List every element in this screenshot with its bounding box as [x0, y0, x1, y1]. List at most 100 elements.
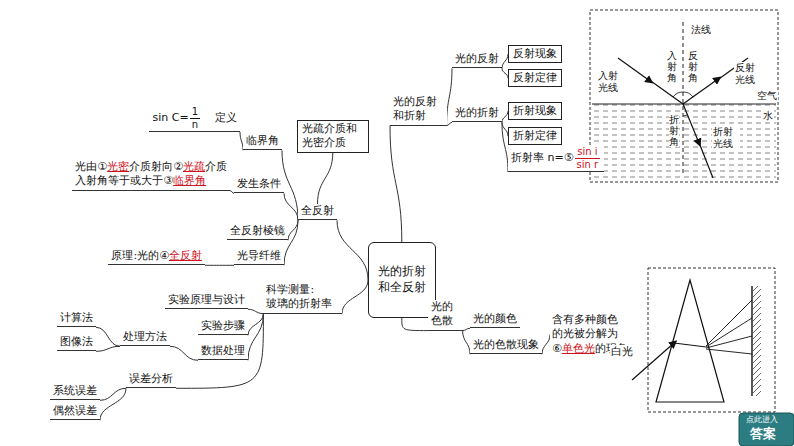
node-text: 临界角 — [246, 134, 279, 147]
branch-connector — [463, 331, 470, 355]
branch-connector — [100, 388, 126, 420]
branch-connector — [205, 265, 234, 266]
branch-connector — [282, 150, 298, 220]
branch-label: 临界角 — [243, 134, 282, 150]
branch-label: 误差分析 — [126, 372, 176, 388]
text-line: 发生条件 — [237, 177, 281, 191]
branch-label: 处理方法 — [120, 330, 170, 346]
node-text: 科学测量: 玻璃的折射率 — [266, 283, 332, 310]
node-text: 处理方法 — [123, 330, 167, 343]
text-line: 实验原理与设计 — [168, 293, 245, 307]
node-text: 光密 — [107, 160, 129, 173]
branch-connector — [96, 327, 120, 346]
branch-label: 系统误差 — [50, 384, 100, 400]
text-line: 偶然误差 — [53, 404, 97, 418]
branch-label: 光导纤维 — [234, 249, 284, 265]
figure-label: 法线 — [690, 24, 712, 36]
refraction-figure — [590, 10, 778, 182]
text-line: 数据处理 — [201, 344, 245, 358]
text-line: 实验步骤 — [201, 319, 245, 333]
text-line: 反射现象 — [513, 47, 557, 61]
node-text: 全反射 — [301, 204, 334, 217]
node-text: 折射现象 — [513, 104, 557, 117]
figure-label: 点此进入 — [745, 415, 779, 425]
node-text: n — [190, 119, 200, 131]
branch-connector — [463, 328, 470, 330]
branch-label: 实验步骤 — [198, 319, 248, 335]
branch-label: 原理:光的④全反射 — [108, 249, 205, 265]
branch-label: 数据处理 — [198, 344, 248, 360]
node-text: 光导纤维 — [237, 249, 281, 262]
text-line: 科学测量: 玻璃的折射率 — [266, 283, 339, 312]
branch-connector — [100, 388, 126, 400]
text-line: 全反射 — [301, 204, 334, 218]
node-text: 反射定律 — [513, 71, 557, 84]
text-line: 反射定律 — [513, 71, 557, 85]
branch-label: 光的折射 — [452, 106, 502, 122]
branch-connector — [96, 346, 120, 351]
node-text: 误差分析 — [129, 372, 173, 385]
node-text: 实验原理与设计 — [168, 293, 245, 306]
branch-connector — [542, 334, 550, 354]
text-line: 光疏介质和 光密介质 — [302, 122, 364, 151]
branch-connector — [176, 314, 263, 389]
fraction: sin isin r — [575, 146, 601, 170]
node-text: sin r — [575, 159, 601, 171]
figure-label: 空气 — [756, 90, 778, 102]
text-line: 处理方法 — [123, 330, 167, 344]
branch-label: 发生条件 — [234, 177, 284, 193]
figure-label: 入射角 — [667, 50, 677, 83]
branch-connector — [284, 193, 298, 220]
fraction: 1n — [190, 106, 200, 130]
text-line: 原理:光的④全反射 — [111, 249, 202, 263]
text-line: 光导纤维 — [237, 249, 281, 263]
text-line: 光由①光密介质射向②光疏介质 — [75, 160, 227, 174]
node-text: 光的颜色 — [473, 312, 517, 325]
branch-label: 实验原理与设计 — [165, 293, 248, 309]
node-text: 光的折射 和全反射 — [378, 264, 426, 294]
branch-connector — [402, 318, 428, 331]
node-text: 光的 色散 — [431, 300, 453, 327]
node-text: 介质射向② — [129, 160, 183, 173]
figure-label: 水 — [762, 110, 774, 122]
text-line: 入射角等于或大于③临界角 — [75, 174, 227, 188]
text-line: 光的 色散 — [431, 300, 460, 329]
branch-label: 光的颜色 — [470, 312, 520, 328]
branch-connector — [342, 280, 368, 314]
concept-box: 光疏介质和 光密介质 — [297, 120, 369, 153]
branch-label: 全反射 — [298, 204, 337, 220]
branch-connector — [248, 309, 263, 313]
figure-label: 答案 — [749, 426, 777, 442]
branch-label: 光的色散现象 — [470, 338, 542, 354]
text-line: 光的折射 和全反射 — [373, 264, 431, 295]
text-line: 系统误差 — [53, 384, 97, 398]
branch-connector — [170, 346, 198, 360]
node-text: 光疏介质和 光密介质 — [302, 122, 357, 149]
text-line: 光的折射 — [455, 106, 499, 120]
node-text: 实验步骤 — [201, 319, 245, 332]
figure-label: 白光 — [610, 345, 634, 358]
branch-connector — [248, 314, 263, 336]
prism-figure — [632, 268, 775, 412]
text-line: sin C=1n定义 — [152, 106, 237, 130]
branch-label: 计算法 — [57, 311, 96, 327]
branch-label: 图像法 — [57, 335, 96, 351]
figure-label: 折射角 — [669, 114, 679, 147]
concept-box: 折射现象 — [508, 102, 562, 120]
node-text: 入射角等于或大于③ — [75, 174, 173, 187]
text-line: 光的色散现象 — [473, 338, 539, 352]
node-text: 全反射棱镜 — [230, 224, 285, 237]
node-text: 系统误差 — [53, 384, 97, 397]
figure-label: 折射 光线 — [712, 126, 740, 150]
figure-label: 反射 光线 — [734, 62, 762, 86]
branch-label: 科学测量: 玻璃的折射率 — [263, 283, 342, 314]
concept-box: 反射现象 — [508, 45, 562, 63]
text-line: 光的颜色 — [473, 312, 517, 326]
text-line: 折射率 n=⑤sin isin r — [511, 146, 601, 170]
figure-label: 入射 光线 — [597, 70, 625, 94]
branch-label: sin C=1n定义 — [149, 106, 240, 132]
text-line: 全反射棱镜 — [230, 224, 285, 238]
node-text: 发生条件 — [237, 177, 281, 190]
node-text: 折射率 n=⑤ — [511, 151, 574, 164]
